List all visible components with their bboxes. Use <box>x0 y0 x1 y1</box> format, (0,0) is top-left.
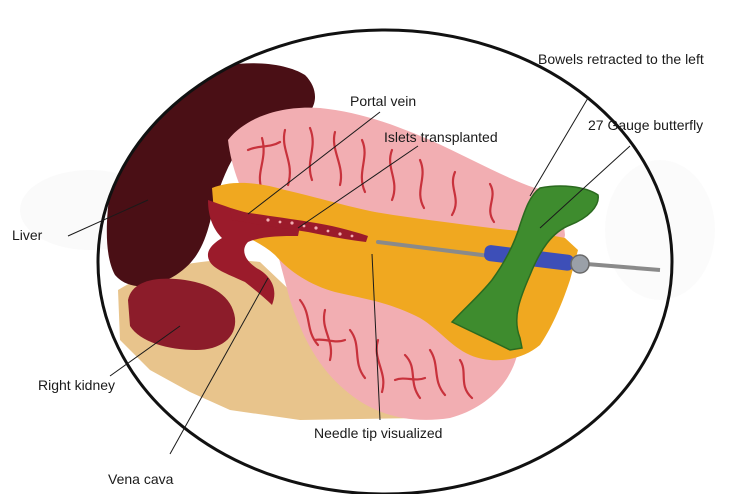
label-needle-tip: Needle tip visualized <box>314 425 442 441</box>
label-portal-vein: Portal vein <box>350 93 416 109</box>
label-butterfly: 27 Gauge butterfly <box>588 117 703 133</box>
label-right-kidney: Right kidney <box>38 377 115 393</box>
label-vena-cava: Vena cava <box>108 471 174 487</box>
label-bowels: Bowels retracted to the left <box>538 51 704 67</box>
label-liver: Liver <box>12 227 43 243</box>
label-islets-transplanted: Islets transplanted <box>384 129 498 145</box>
